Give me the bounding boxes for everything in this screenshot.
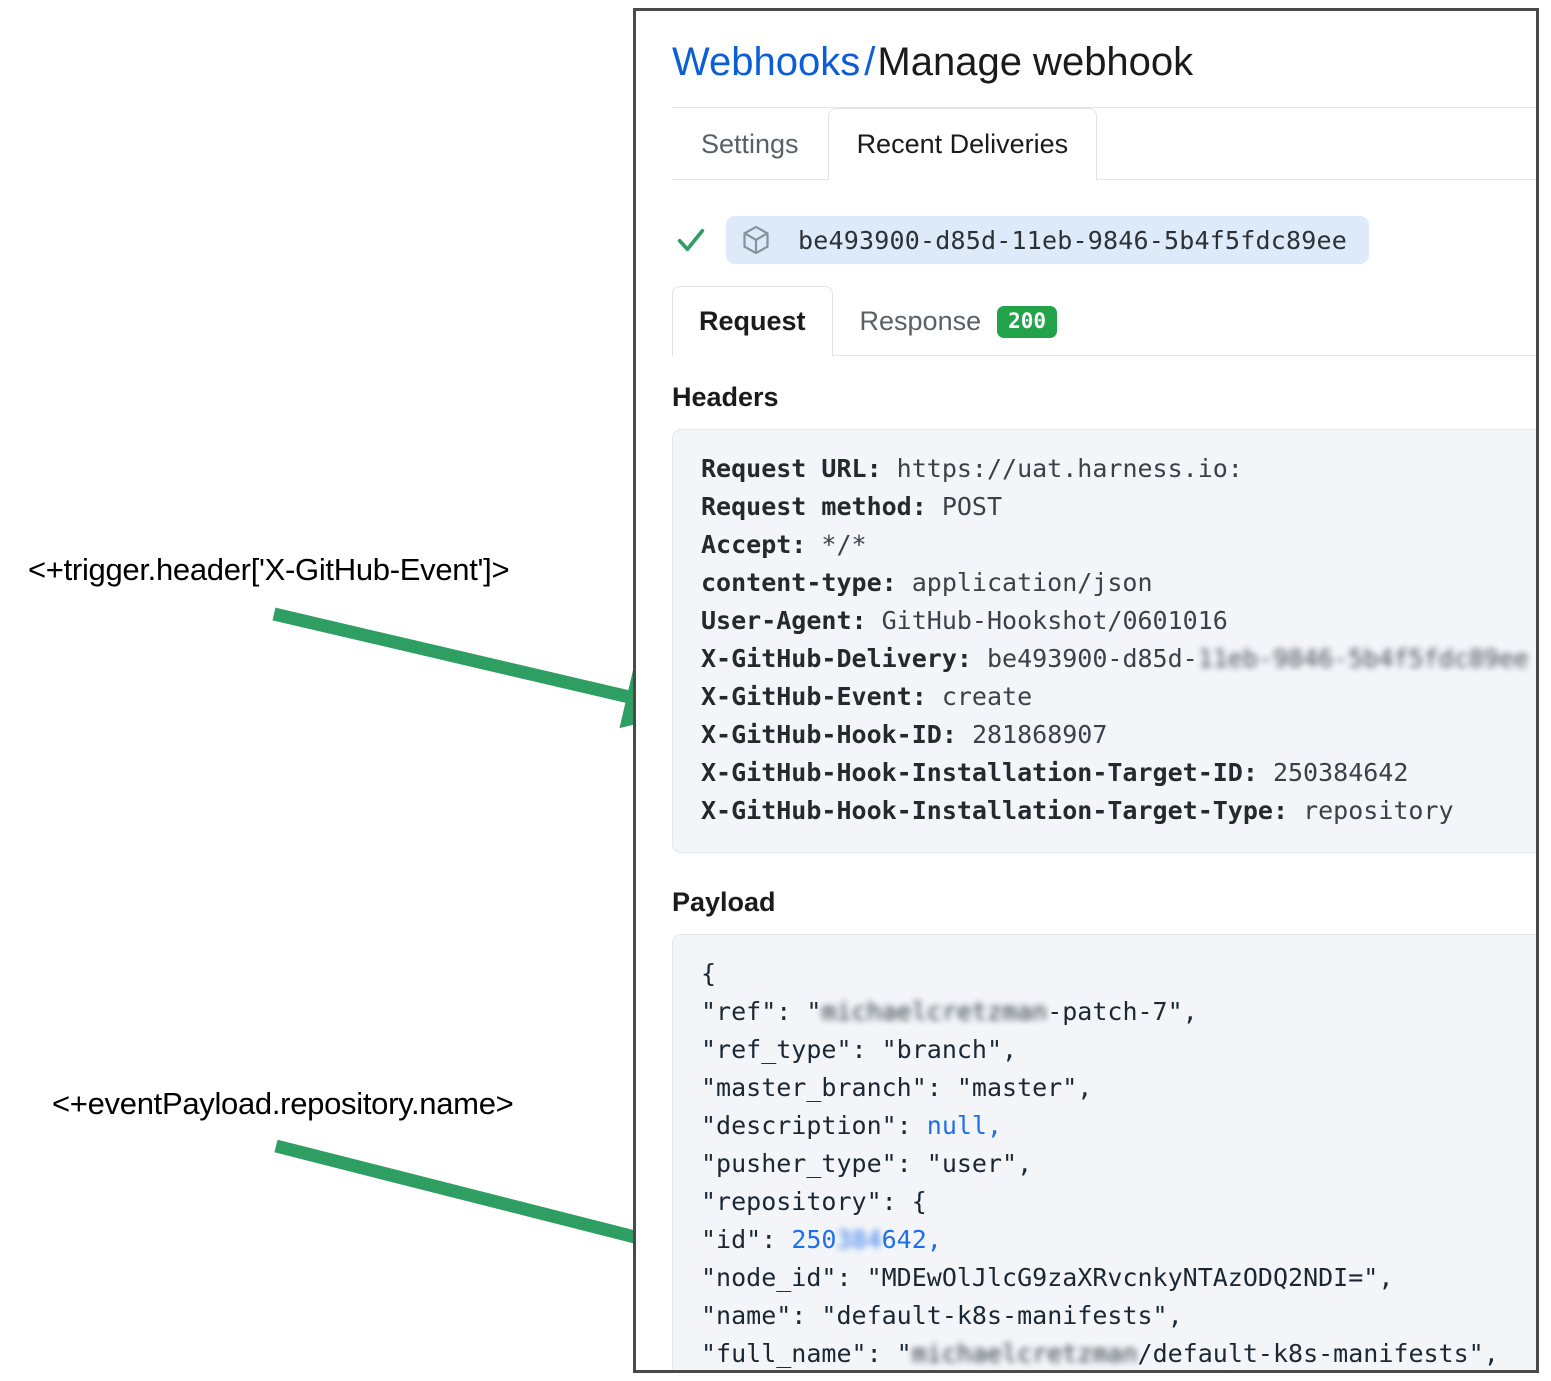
- header-row: X-GitHub-Hook-ID: 281868907: [701, 716, 1536, 754]
- json-value: {: [911, 1187, 927, 1216]
- annotation-label-event-payload: <+eventPayload.repository.name>: [52, 1086, 514, 1121]
- tab-settings[interactable]: Settings: [672, 108, 828, 180]
- status-badge: 200: [997, 305, 1058, 338]
- tab-settings-label: Settings: [701, 129, 799, 159]
- header-row: Accept: */*: [701, 526, 1536, 564]
- breadcrumb-separator: /: [864, 40, 876, 84]
- payload-line: "id": 250384642,: [701, 1221, 1536, 1259]
- header-row: X-GitHub-Hook-Installation-Target-Type: …: [701, 792, 1536, 830]
- header-key: Request method:: [701, 492, 942, 521]
- headers-section-title: Headers: [672, 382, 779, 412]
- payload-line: "ref_type": "branch",: [701, 1031, 1536, 1069]
- header-value: POST: [941, 492, 1003, 521]
- json-key: "master_branch":: [701, 1073, 957, 1102]
- json-value: /default-k8s-manifests",: [1137, 1339, 1499, 1368]
- header-key: X-GitHub-Hook-ID:: [701, 720, 972, 749]
- json-value: "MDEwOlJlcG9zaXRvcnkyNTAzODQ2NDI=",: [866, 1263, 1394, 1292]
- tab-response[interactable]: Response 200: [833, 286, 1085, 356]
- json-value: "master",: [956, 1073, 1093, 1102]
- json-key: "full_name":: [701, 1339, 897, 1368]
- payload-line: "full_name": "michaelcretzman/default-k8…: [701, 1335, 1536, 1370]
- json-value: "default-k8s-manifests",: [821, 1301, 1183, 1330]
- delivery-id: be493900-d85d-11eb-9846-5b4f5fdc89ee: [798, 225, 1348, 255]
- delivery-id-pill[interactable]: be493900-d85d-11eb-9846-5b4f5fdc89ee: [726, 216, 1370, 264]
- webhook-tabs: Settings Recent Deliveries: [672, 108, 1536, 180]
- header-value: */*: [821, 530, 867, 559]
- payload-line: {: [701, 955, 1536, 993]
- tab-recent-deliveries[interactable]: Recent Deliveries: [827, 108, 1098, 180]
- tab-recent-deliveries-label: Recent Deliveries: [856, 129, 1069, 159]
- header-value: https://uat.harness.io:: [896, 454, 1243, 483]
- breadcrumb-divider: [672, 107, 1536, 108]
- annotation-arrow-trigger-header: [272, 607, 691, 729]
- json-key: "pusher_type":: [701, 1149, 927, 1178]
- header-row: X-GitHub-Event: create: [701, 678, 1536, 716]
- header-value: be493900-d85d-: [986, 644, 1198, 673]
- json-value: 250: [791, 1225, 837, 1254]
- header-value-redacted: 11eb-9846-5b4f5fdc89ee: [1197, 644, 1529, 673]
- header-key: X-GitHub-Event:: [701, 682, 942, 711]
- json-key: "id":: [701, 1225, 792, 1254]
- json-key: "ref_type":: [701, 1035, 882, 1064]
- payload-line: "ref": "michaelcretzman-patch-7",: [701, 993, 1536, 1031]
- json-value-redacted: 384: [836, 1225, 882, 1254]
- payload-line: "master_branch": "master",: [701, 1069, 1536, 1107]
- headers-code-block: Request URL: https://uat.harness.io:Requ…: [672, 429, 1536, 853]
- json-key: "name":: [701, 1301, 822, 1330]
- header-key: X-GitHub-Hook-Installation-Target-Type:: [701, 796, 1304, 825]
- header-row: X-GitHub-Delivery: be493900-d85d-11eb-98…: [701, 640, 1536, 678]
- header-value: create: [941, 682, 1033, 711]
- header-row: content-type: application/json: [701, 564, 1536, 602]
- check-icon: [677, 228, 705, 252]
- header-row: User-Agent: GitHub-Hookshot/0601016: [701, 602, 1536, 640]
- payload-line: "description": null,: [701, 1107, 1536, 1145]
- payload-line: "repository": {: [701, 1183, 1536, 1221]
- payload-section-title: Payload: [672, 887, 776, 917]
- json-value: ": [896, 1339, 912, 1368]
- header-value: repository: [1303, 796, 1454, 825]
- json-key: "repository":: [701, 1187, 912, 1216]
- header-key: X-GitHub-Hook-Installation-Target-ID:: [701, 758, 1273, 787]
- panel-content: Webhooks/Manage webhook Settings Recent …: [636, 11, 1536, 1370]
- payload-line: "node_id": "MDEwOlJlcG9zaXRvcnkyNTAzODQ2…: [701, 1259, 1536, 1297]
- payload-code-block: { "ref": "michaelcretzman-patch-7", "ref…: [672, 934, 1536, 1370]
- json-value-redacted: michaelcretzman: [911, 1339, 1138, 1368]
- tab-response-label: Response: [859, 306, 982, 336]
- header-row: Request URL: https://uat.harness.io:: [701, 450, 1536, 488]
- annotation-label-trigger-header: <+trigger.header['X-GitHub-Event']>: [28, 552, 510, 587]
- header-value: GitHub-Hookshot/0601016: [881, 606, 1228, 635]
- header-key: Request URL:: [701, 454, 897, 483]
- header-key: Accept:: [701, 530, 822, 559]
- tab-request-label: Request: [699, 306, 806, 336]
- header-row: Request method: POST: [701, 488, 1536, 526]
- json-value-redacted: michaelcretzman: [821, 997, 1048, 1026]
- json-brace: {: [701, 959, 717, 988]
- tab-request[interactable]: Request: [672, 286, 833, 356]
- json-value: "branch",: [881, 1035, 1018, 1064]
- json-value: "user",: [926, 1149, 1033, 1178]
- json-key: "description":: [701, 1111, 927, 1140]
- webhook-panel: Webhooks/Manage webhook Settings Recent …: [633, 8, 1539, 1373]
- payload-line: "pusher_type": "user",: [701, 1145, 1536, 1183]
- delivery-detail-tabs: Request Response 200: [672, 286, 1536, 356]
- cube-icon: [743, 225, 769, 255]
- json-value: null,: [926, 1111, 1003, 1140]
- page-title: Manage webhook: [877, 40, 1194, 84]
- json-key: "node_id":: [701, 1263, 867, 1292]
- header-key: X-GitHub-Delivery:: [701, 644, 987, 673]
- breadcrumb: Webhooks/Manage webhook: [636, 11, 1536, 107]
- header-value: 281868907: [971, 720, 1108, 749]
- header-key: User-Agent:: [701, 606, 882, 635]
- json-value: -patch-7",: [1047, 997, 1198, 1026]
- json-value: 642,: [881, 1225, 942, 1254]
- delivery-row[interactable]: be493900-d85d-11eb-9846-5b4f5fdc89ee: [674, 216, 1536, 264]
- json-key: "ref":: [701, 997, 807, 1026]
- header-key: content-type:: [701, 568, 912, 597]
- header-value: application/json: [911, 568, 1153, 597]
- payload-line: "name": "default-k8s-manifests",: [701, 1297, 1536, 1335]
- json-value: ": [806, 997, 822, 1026]
- header-value: 250384642: [1272, 758, 1409, 787]
- header-row: X-GitHub-Hook-Installation-Target-ID: 25…: [701, 754, 1536, 792]
- breadcrumb-link-webhooks[interactable]: Webhooks: [672, 40, 861, 84]
